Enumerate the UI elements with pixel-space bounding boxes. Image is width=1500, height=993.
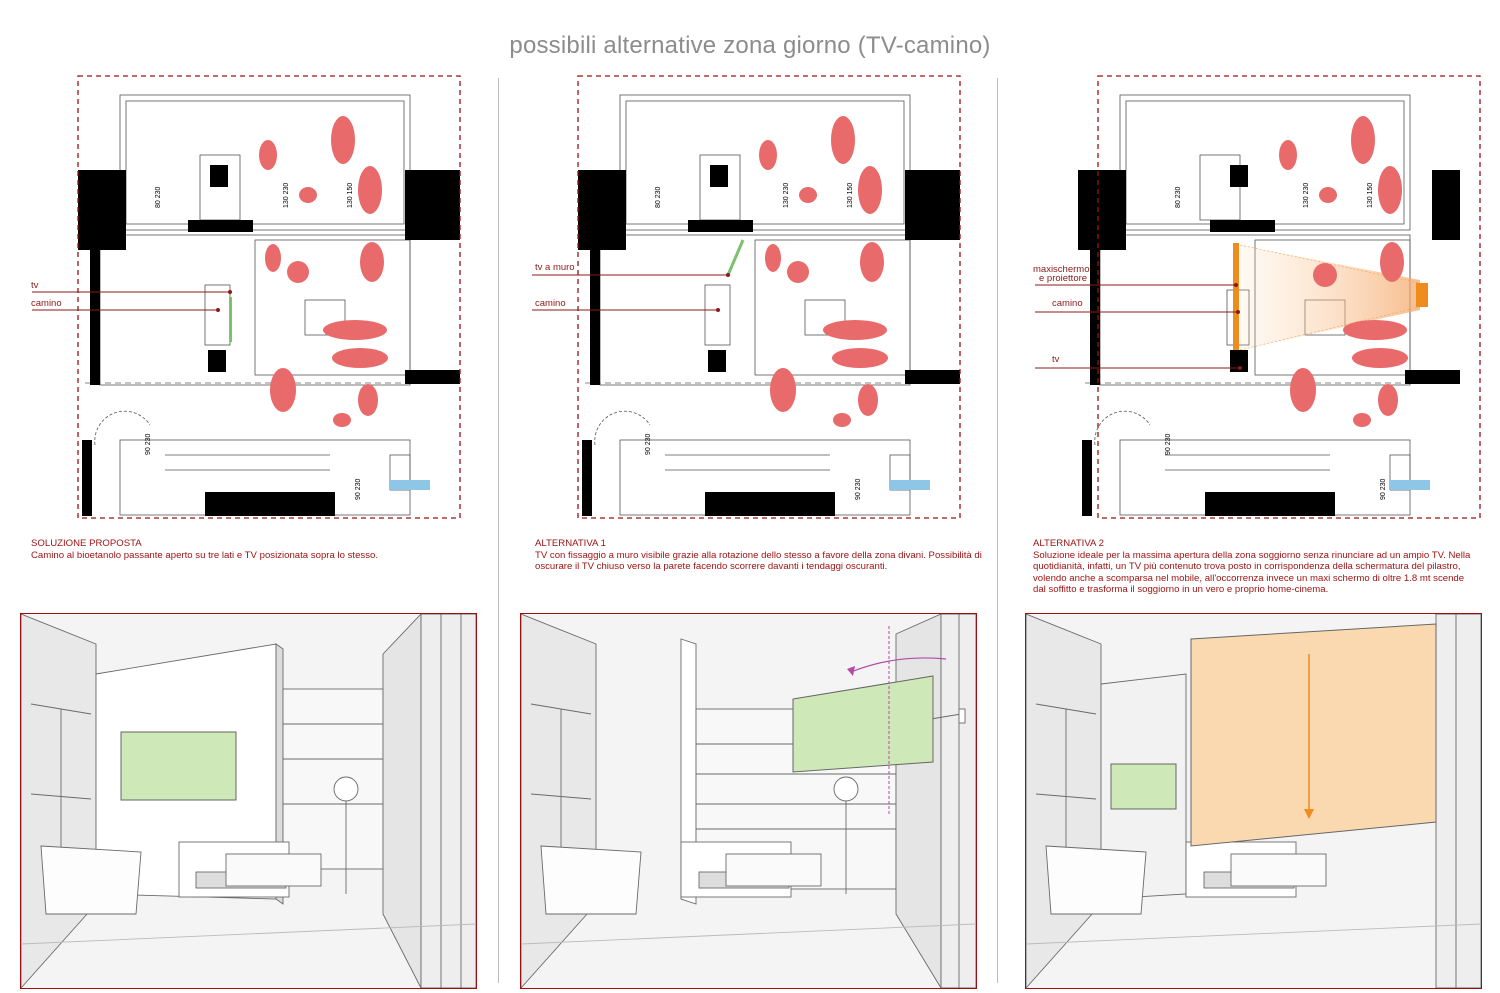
- callout-proiettore: e proiettore: [1039, 273, 1088, 284]
- dim-label: 130 230: [1303, 183, 1310, 208]
- dim-label: 80 230: [655, 186, 662, 208]
- callout-camino: camino: [535, 298, 566, 309]
- callout-maxischermo: maxischermo: [1033, 264, 1090, 275]
- description-heading: ALTERNATIVA 1: [535, 538, 606, 549]
- dim-label: 90 230: [645, 433, 652, 455]
- description: ALTERNATIVA 1 TV con fissaggio a muro vi…: [535, 538, 985, 573]
- perspective-render: [1026, 614, 1481, 988]
- render-view: [20, 613, 477, 989]
- page-title: possibili alternative zona giorno (TV-ca…: [509, 32, 991, 59]
- dim-label: 130 150: [1367, 183, 1374, 208]
- panel-alternativa-1: 80 230 130 230 130 150 90 230 90 230 tv …: [500, 0, 1000, 993]
- description-body: Camino al bioetanolo passante aperto su …: [31, 549, 379, 561]
- description: ALTERNATIVA 2 Soluzione ideale per la ma…: [1033, 538, 1478, 596]
- description: SOLUZIONE PROPOSTA Camino al bioetanolo …: [31, 538, 481, 561]
- dim-label: 130 150: [347, 183, 354, 208]
- dim-label: 80 230: [155, 186, 162, 208]
- floor-plan: 80 230 130 230 130 150 90 230 90 230: [1035, 75, 1481, 519]
- description-body: Soluzione ideale per la massima apertura…: [1033, 549, 1471, 596]
- floor-plan: 80 230 130 230 130 150 90 230 90 230: [532, 75, 961, 519]
- dim-label: 90 230: [355, 478, 362, 500]
- render-view: [1025, 613, 1482, 989]
- render-view: [520, 613, 977, 989]
- callout-tv: tv: [1052, 354, 1060, 365]
- description-heading: ALTERNATIVA 2: [1033, 538, 1104, 549]
- dim-label: 90 230: [1380, 478, 1387, 500]
- callout-tv-a-muro: tv a muro: [535, 262, 575, 273]
- dim-label: 130 150: [847, 183, 854, 208]
- description-heading: SOLUZIONE PROPOSTA: [31, 538, 142, 549]
- callout-camino: camino: [31, 298, 62, 309]
- perspective-render: [21, 614, 476, 988]
- description-body: TV con fissaggio a muro visibile grazie …: [535, 549, 982, 573]
- dim-label: 130 230: [283, 183, 290, 208]
- floor-plan: 80 230 130 230 130 150 90 230 90 230: [32, 75, 461, 519]
- panel-alternativa-2: 80 230 130 230 130 150 90 230 90 230 max…: [1000, 0, 1500, 993]
- dim-label: 80 230: [1175, 186, 1182, 208]
- callout-tv: tv: [31, 280, 39, 291]
- dim-label: 90 230: [855, 478, 862, 500]
- dim-label: 90 230: [1165, 433, 1172, 455]
- perspective-render: [521, 614, 976, 988]
- dim-label: 90 230: [145, 433, 152, 455]
- column-divider: [997, 78, 998, 983]
- dim-label: 130 230: [783, 183, 790, 208]
- column-divider: [498, 78, 499, 983]
- callout-camino: camino: [1052, 298, 1083, 309]
- panel-soluzione-proposta: 80 230 130 230 130 150 90 230 90 230 tv …: [0, 0, 500, 993]
